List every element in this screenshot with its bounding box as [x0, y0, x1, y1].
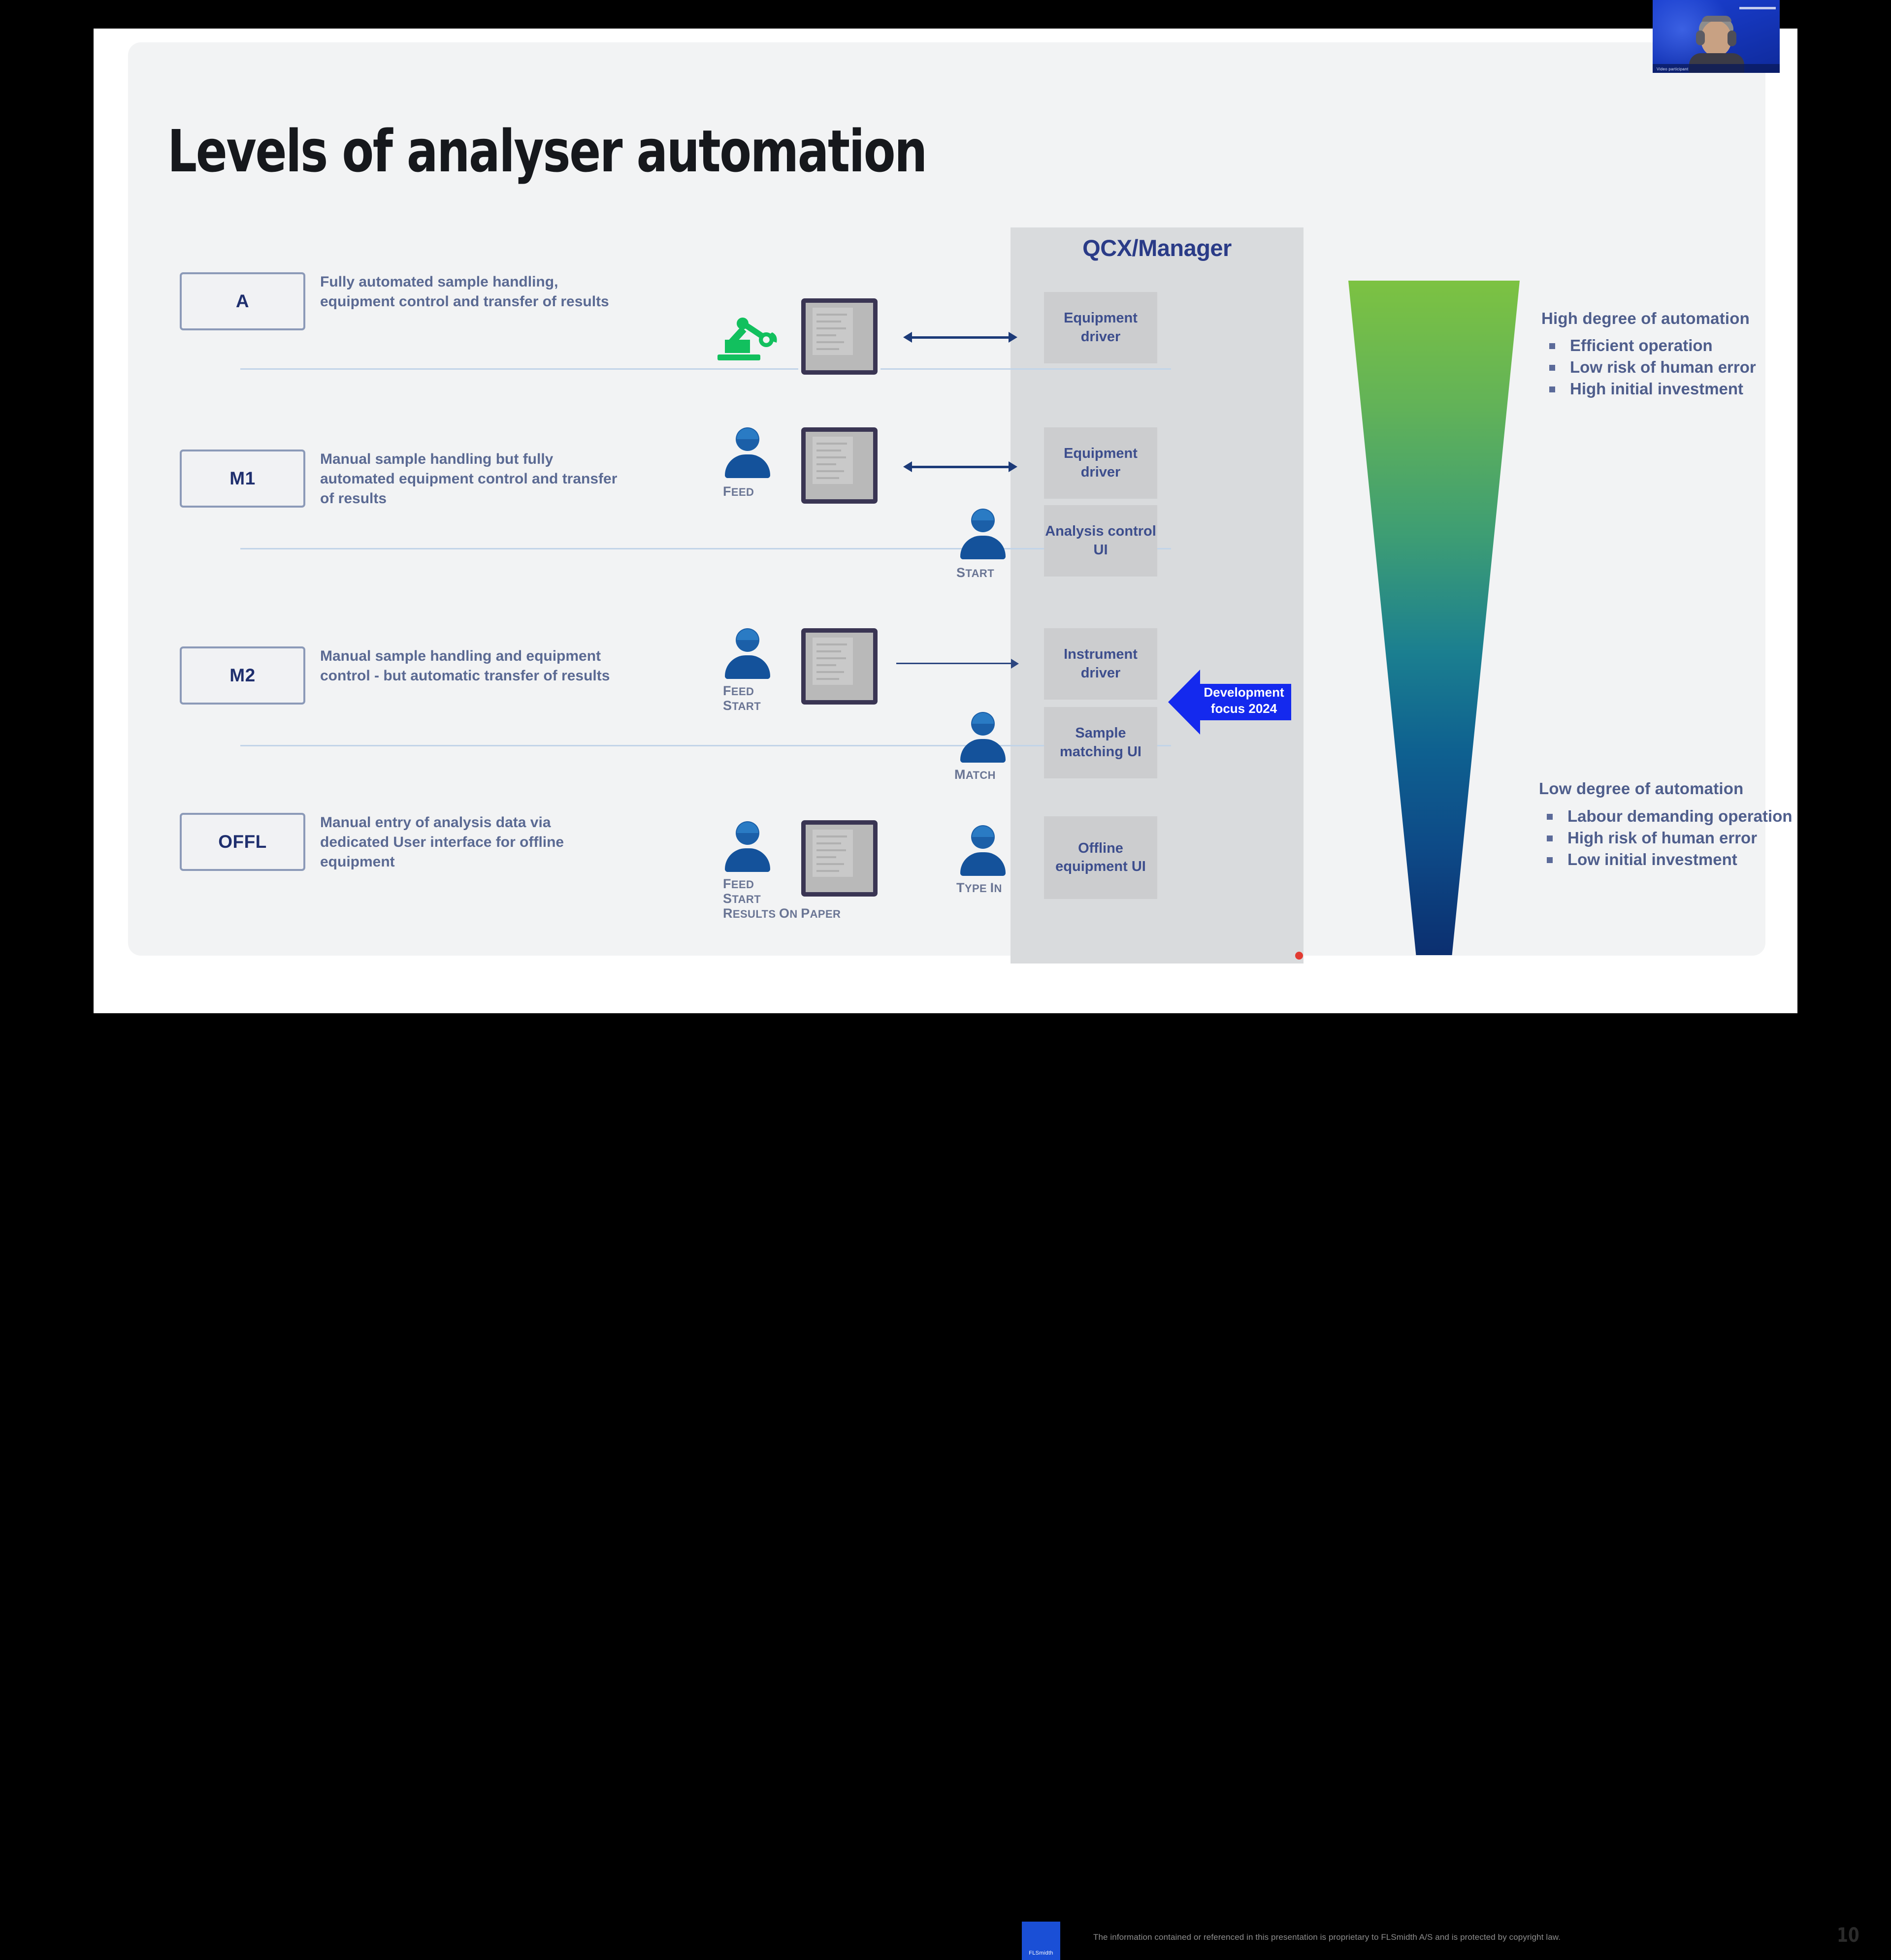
list-item: Labour demanding operation: [1539, 805, 1815, 827]
side-heading-high: High degree of automation: [1541, 309, 1750, 327]
level-badge-a: A: [180, 272, 305, 330]
headset-left-icon: [1696, 31, 1705, 45]
qcx-box-m2-0: Instrument driver: [1044, 628, 1157, 700]
level-description-a: Fully automated sample handling, equipme…: [320, 274, 609, 310]
list-item: High initial investment: [1541, 378, 1817, 400]
footer-disclaimer: The information contained or referenced …: [1093, 1932, 1561, 1942]
webcam-watermark: [1739, 7, 1776, 9]
headset-right-icon: [1728, 31, 1736, 46]
person-icon-offl-typein: [960, 825, 1006, 876]
qcx-manager-header: QCX/Manager: [1082, 235, 1232, 261]
analyser-device-icon-m1: [801, 427, 878, 504]
list-item: Low risk of human error: [1541, 356, 1817, 378]
analyser-device-icon-a: [801, 298, 878, 375]
qcx-box-offl-0: Offline equipment UI: [1044, 816, 1157, 899]
webcam-person-head: [1701, 21, 1731, 56]
level-badge-m2: M2: [180, 646, 305, 705]
person-icon-m2-match: [960, 712, 1006, 763]
list-item: Efficient operation: [1541, 335, 1817, 356]
person-icon-m1-feed: [725, 427, 770, 479]
company-logo-text: FLSmidth: [1029, 1950, 1053, 1956]
side-heading-low: Low degree of automation: [1539, 779, 1744, 798]
person-label-m1-feed: FEED: [723, 484, 754, 499]
person-label-offl-typein: TYPE IN: [956, 880, 1002, 895]
list-item: High risk of human error: [1539, 827, 1815, 849]
page-number: 10: [1837, 1924, 1859, 1947]
side-bullets-low: Labour demanding operation High risk of …: [1539, 805, 1815, 870]
analyser-device-icon-offl: [801, 820, 878, 897]
person-label-m2-match: MATCH: [954, 767, 996, 782]
connector-arrow-m2: [896, 659, 1019, 669]
list-item: Low initial investment: [1539, 849, 1815, 870]
screen: Levels of analyser automation QCX/Manage…: [94, 0, 1859, 1960]
webcam-participant-name: Video participant: [1657, 67, 1689, 71]
company-logo: FLSmidth: [1022, 1922, 1060, 1960]
webcam-name-bar: Video participant: [1653, 64, 1780, 73]
webcam-video-thumbnail[interactable]: Video participant: [1653, 0, 1780, 73]
qcx-box-m1-1: Analysis control UI: [1044, 505, 1157, 577]
person-icon-m1-start: [960, 509, 1006, 560]
connector-arrow-m1: [903, 461, 1017, 472]
person-label-m1-start: START: [956, 565, 995, 580]
level-badge-offl: OFFL: [180, 813, 305, 871]
level-description-offl: Manual entry of analysis data via dedica…: [320, 814, 564, 870]
row-separator: [240, 745, 1171, 746]
side-bullets-high: Efficient operation Low risk of human er…: [1541, 335, 1817, 400]
level-description-m2: Manual sample handling and equipment con…: [320, 648, 610, 684]
qcx-box-a-0: Equipment driver: [1044, 292, 1157, 363]
level-badge-m1: M1: [180, 450, 305, 508]
person-icon-offl-feed: [725, 821, 770, 872]
row-separator: [240, 548, 1171, 549]
headset-band-icon: [1702, 16, 1731, 22]
slide-canvas: Levels of analyser automation QCX/Manage…: [94, 29, 1859, 1960]
connector-arrow-a: [903, 332, 1017, 343]
red-dot-marker: [1295, 952, 1303, 960]
slide-footer: FLSmidth The information contained or re…: [94, 966, 1859, 1960]
robot-arm-icon: [712, 297, 785, 373]
qcx-box-m1-0: Equipment driver: [1044, 427, 1157, 499]
page-title: Levels of analyser automation: [167, 117, 927, 185]
row-separator: [240, 368, 1171, 370]
qcx-box-m2-1: Sample matching UI: [1044, 707, 1157, 778]
person-icon-m2-feed: [725, 628, 770, 679]
analyser-device-icon-m2: [801, 628, 878, 705]
level-description-m1: Manual sample handling but fully automat…: [320, 451, 618, 507]
